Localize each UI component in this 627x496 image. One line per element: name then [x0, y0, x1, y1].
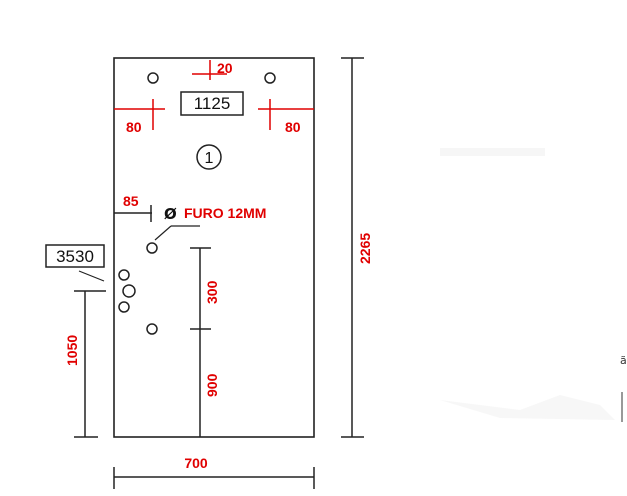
- hole-handle-upper: [146, 242, 158, 254]
- floor-height-dimension: 1050: [64, 290, 106, 438]
- hole-note: Ø FURO 12MM: [154, 205, 266, 241]
- left-margin-text: 80: [126, 119, 142, 135]
- hole-handle-lower: [146, 323, 158, 335]
- top-offset-dimension: 20: [192, 60, 233, 80]
- total-height-text: 2265: [357, 233, 373, 264]
- side-code-text: 3530: [56, 247, 94, 266]
- side-code-label: 3530: [45, 244, 105, 282]
- right-margin-dimension: 80: [258, 99, 314, 135]
- top-offset-text: 20: [217, 60, 233, 76]
- hole-note-text: FURO 12MM: [184, 205, 266, 221]
- left-margin-dimension: 80: [114, 99, 165, 135]
- spacing-upper-text: 300: [204, 280, 220, 304]
- total-width-text: 700: [184, 455, 208, 471]
- hole-lock-3: [118, 301, 130, 313]
- hole-top-right: [264, 72, 276, 84]
- hole-inset-text: 85: [123, 193, 139, 209]
- hole-top-left: [147, 72, 159, 84]
- hole-lock-2: [122, 284, 136, 298]
- diameter-symbol: Ø: [164, 205, 177, 223]
- total-width-dimension: 700: [113, 455, 315, 489]
- part-number-text: 1: [205, 150, 214, 167]
- edge-glyph: ã: [620, 354, 627, 367]
- total-height-dimension: 2265: [341, 57, 373, 438]
- right-margin-text: 80: [285, 119, 301, 135]
- part-number-marker: 1: [196, 144, 222, 170]
- top-code-label: 1125: [180, 91, 244, 116]
- top-code-text: 1125: [194, 94, 231, 113]
- background-artifacts: [440, 148, 615, 420]
- floor-height-text: 1050: [64, 335, 80, 366]
- spacing-lower-text: 900: [204, 373, 220, 397]
- internal-vertical-dimension: 300 900: [190, 247, 220, 437]
- hole-lock-1: [118, 269, 130, 281]
- hole-inset-dimension: 85: [114, 193, 152, 222]
